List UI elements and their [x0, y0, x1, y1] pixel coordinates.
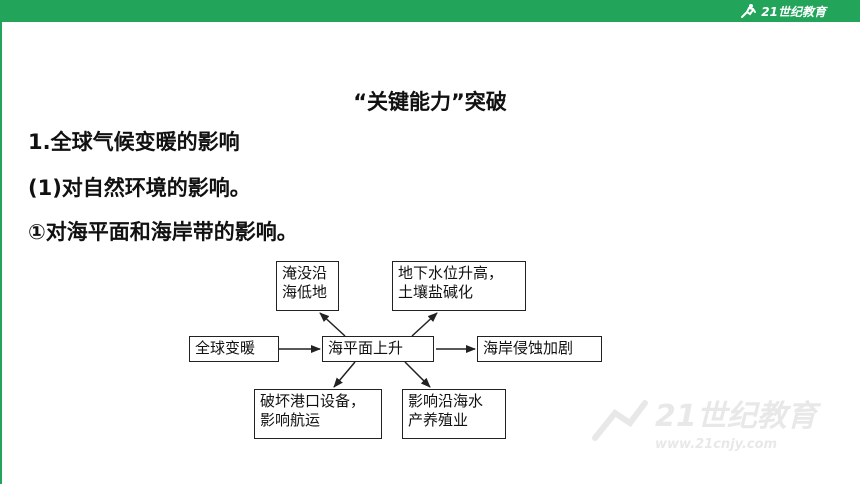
runner-icon	[741, 4, 757, 18]
heading-level1: 1.全球气候变暖的影响	[28, 130, 240, 154]
node-port-line1: 破坏港口设备，	[260, 392, 366, 410]
arrow-sealevel-to-port	[333, 361, 356, 388]
node-aquaculture-line1: 影响沿海水	[408, 392, 484, 410]
node-submerge-line2: 海低地	[282, 283, 328, 301]
node-coastal-erosion: 海岸侵蚀加剧	[477, 336, 602, 362]
node-submerge-line1: 淹没沿	[282, 264, 328, 282]
node-aquaculture-line2: 产养殖业	[408, 411, 469, 429]
node-global-warming-label: 全球变暖	[195, 339, 256, 357]
node-global-warming: 全球变暖	[189, 336, 279, 362]
node-groundwater-line1: 地下水位升高，	[398, 264, 504, 282]
node-groundwater-line2: 土壤盐碱化	[398, 283, 474, 301]
node-aquaculture-impact: 影响沿海水 产养殖业	[402, 389, 506, 439]
heading-level3: ①对海平面和海岸带的影响。	[28, 220, 298, 244]
node-port-line2: 影响航运	[260, 411, 321, 429]
node-coastal-erosion-label: 海岸侵蚀加剧	[483, 339, 574, 357]
node-sea-level-rise: 海平面上升	[322, 336, 434, 362]
heading-level2: (1)对自然环境的影响。	[28, 176, 251, 200]
top-banner: 21世纪教育	[0, 0, 860, 22]
arrow-sealevel-to-submerge	[319, 312, 346, 337]
brand-logo: 21世纪教育	[739, 2, 826, 20]
node-sea-level-rise-label: 海平面上升	[328, 339, 404, 357]
arrow-sealevel-to-aquaculture	[404, 361, 431, 388]
logo-text: 21世纪教育	[761, 4, 826, 19]
node-groundwater-salinization: 地下水位升高， 土壤盐碱化	[392, 261, 526, 311]
node-port-damage: 破坏港口设备， 影响航运	[254, 389, 382, 439]
left-border	[0, 22, 2, 484]
node-submerge-lowlands: 淹没沿 海低地	[276, 261, 339, 311]
section-title: “关键能力”突破	[353, 90, 507, 114]
arrow-sealevel-to-groundwater	[411, 312, 438, 337]
